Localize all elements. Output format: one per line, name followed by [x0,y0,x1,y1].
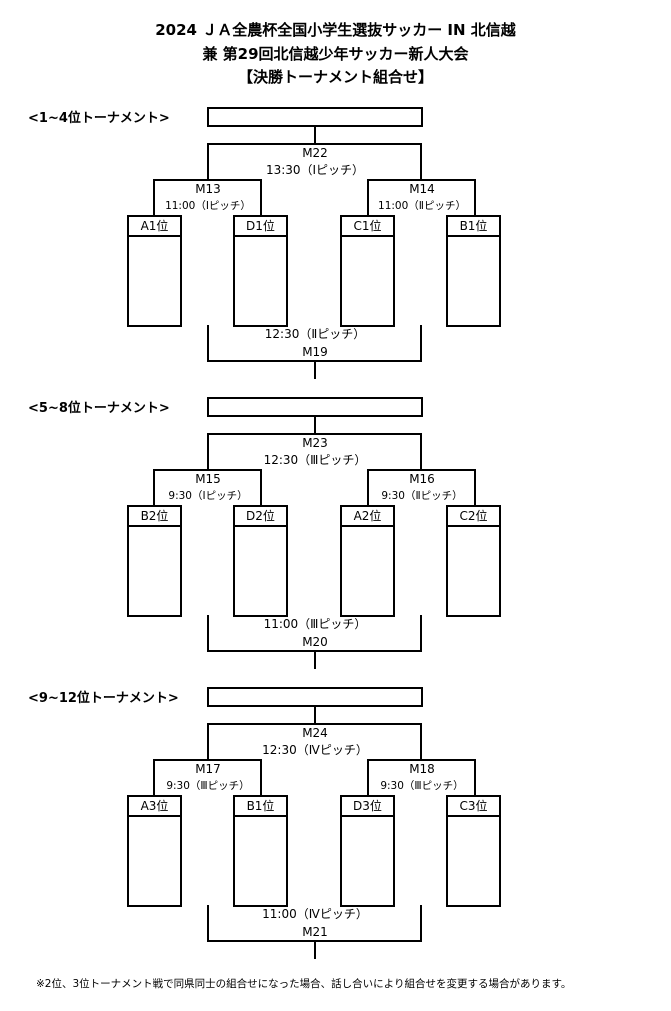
title-line-2: 兼 第29回北信越少年サッカー新人大会 [202,45,469,63]
team-label: C3位 [448,797,499,817]
bracket-line [260,469,262,506]
team-slot: C3位 [446,795,501,907]
team-label: C2位 [448,507,499,527]
bracket-line [420,325,422,362]
third-place-time: 11:00（Ⅲピッチ） [263,617,367,631]
team-slot: B2位 [127,505,182,617]
section-label: <1~4位トーナメント> [28,111,170,126]
semi-match-id: M15 [195,472,221,486]
bracket-line [260,759,262,796]
bracket-line [207,143,209,180]
bracket-line [153,469,262,471]
semi-match-id: M14 [409,182,435,196]
team-slot: B1位 [233,795,288,907]
title-line-3: 【決勝トーナメント組合せ】 [237,68,433,86]
bracket-line [153,759,155,796]
third-place-match-id: M21 [302,925,328,939]
bracket-line [153,469,155,506]
semi-match-time: 9:30（Ⅰピッチ） [168,490,248,502]
bracket-line [367,759,476,761]
bracket-line [207,905,209,942]
team-slot: D2位 [233,505,288,617]
bracket-line [367,179,369,216]
bracket-line [474,179,476,216]
section-label: <5~8位トーナメント> [28,401,170,416]
semi-match-id: M17 [195,762,221,776]
team-slot: A2位 [340,505,395,617]
semi-match-time: 9:30（Ⅱピッチ） [381,490,463,502]
bracket-line [314,127,316,144]
bracket-line [314,360,316,379]
bracket-line [207,723,422,725]
final-match-time: 12:30（Ⅲピッチ） [263,453,367,467]
bracket-line [260,179,262,216]
champion-box [207,397,423,417]
team-label: A3位 [129,797,180,817]
bracket-line [420,433,422,470]
champion-box [207,687,423,707]
bracket-line [367,469,476,471]
team-label: D1位 [235,217,286,237]
title-line-1: 2024 ＪＡ全農杯全国小学生選抜サッカー IN 北信越 [155,21,516,39]
team-slot: C1位 [340,215,395,327]
team-label: A2位 [342,507,393,527]
bracket-line [314,707,316,724]
bracket-line [314,650,316,669]
bracket-line [367,469,369,506]
third-place-time: 11:00（Ⅳピッチ） [262,907,368,921]
bracket-line [420,905,422,942]
bracket-line [153,179,262,181]
semi-match-time: 11:00（Ⅰピッチ） [165,200,251,212]
team-slot: D1位 [233,215,288,327]
bracket-line [207,143,422,145]
final-match-id: M23 [302,436,328,450]
team-label: B1位 [448,217,499,237]
bracket-line [367,759,369,796]
bracket-line [367,179,476,181]
semi-match-id: M13 [195,182,221,196]
bracket-line [153,759,262,761]
final-match-id: M22 [302,146,328,160]
team-label: B1位 [235,797,286,817]
bracket-line [207,433,422,435]
third-place-match-id: M20 [302,635,328,649]
bracket-line [207,325,209,362]
champion-box [207,107,423,127]
team-slot: D3位 [340,795,395,907]
semi-match-id: M16 [409,472,435,486]
team-label: C1位 [342,217,393,237]
semi-match-id: M18 [409,762,435,776]
final-match-id: M24 [302,726,328,740]
bracket-line [420,615,422,652]
third-place-time: 12:30（Ⅱピッチ） [264,327,366,341]
bracket-line [207,723,209,760]
footnote: ※2位、3位トーナメント戦で同県同士の組合せになった場合、話し合いにより組合せを… [36,978,572,990]
third-place-match-id: M19 [302,345,328,359]
bracket-line [153,179,155,216]
final-match-time: 13:30（Ⅰピッチ） [265,163,365,177]
bracket-line [314,417,316,434]
semi-match-time: 11:00（Ⅱピッチ） [378,200,466,212]
team-label: D3位 [342,797,393,817]
semi-match-time: 9:30（Ⅲピッチ） [166,780,250,792]
bracket-line [207,433,209,470]
semi-match-time: 9:30（Ⅲピッチ） [380,780,464,792]
section-label: <9~12位トーナメント> [28,691,179,706]
bracket-line [420,143,422,180]
bracket-line [207,615,209,652]
bracket-line [420,723,422,760]
team-slot: A1位 [127,215,182,327]
team-slot: C2位 [446,505,501,617]
team-label: D2位 [235,507,286,527]
bracket-line [314,940,316,959]
team-label: B2位 [129,507,180,527]
final-match-time: 12:30（Ⅳピッチ） [262,743,368,757]
team-label: A1位 [129,217,180,237]
team-slot: A3位 [127,795,182,907]
team-slot: B1位 [446,215,501,327]
bracket-line [474,469,476,506]
bracket-line [474,759,476,796]
